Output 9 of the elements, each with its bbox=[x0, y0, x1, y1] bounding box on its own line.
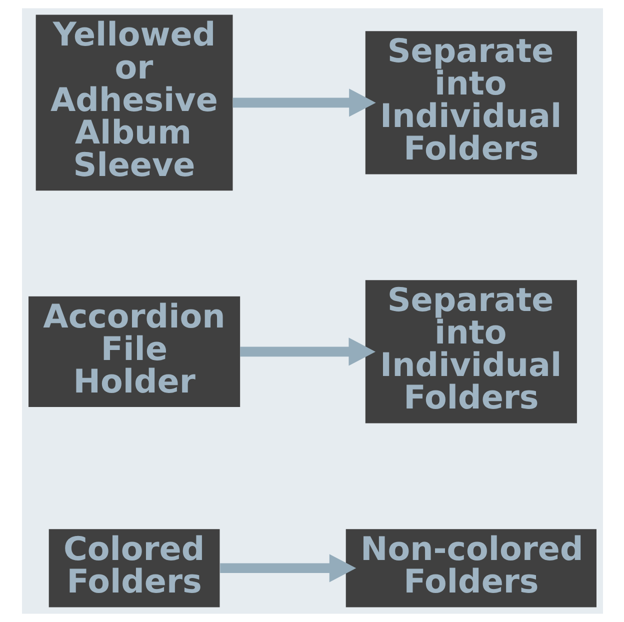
node-box: Separate into Individual Folders bbox=[364, 31, 576, 174]
node-box: Yellowed or Adhesive Album Sleeve bbox=[35, 14, 232, 191]
node-box: Accordion File Holder bbox=[28, 296, 240, 408]
arrow bbox=[240, 338, 375, 366]
arrow bbox=[232, 88, 376, 117]
node-box: Colored Folders bbox=[48, 529, 220, 608]
arrow bbox=[220, 554, 356, 582]
node-box: Non-colored Folders bbox=[345, 529, 596, 608]
node-box: Separate into Individual Folders bbox=[364, 280, 576, 424]
